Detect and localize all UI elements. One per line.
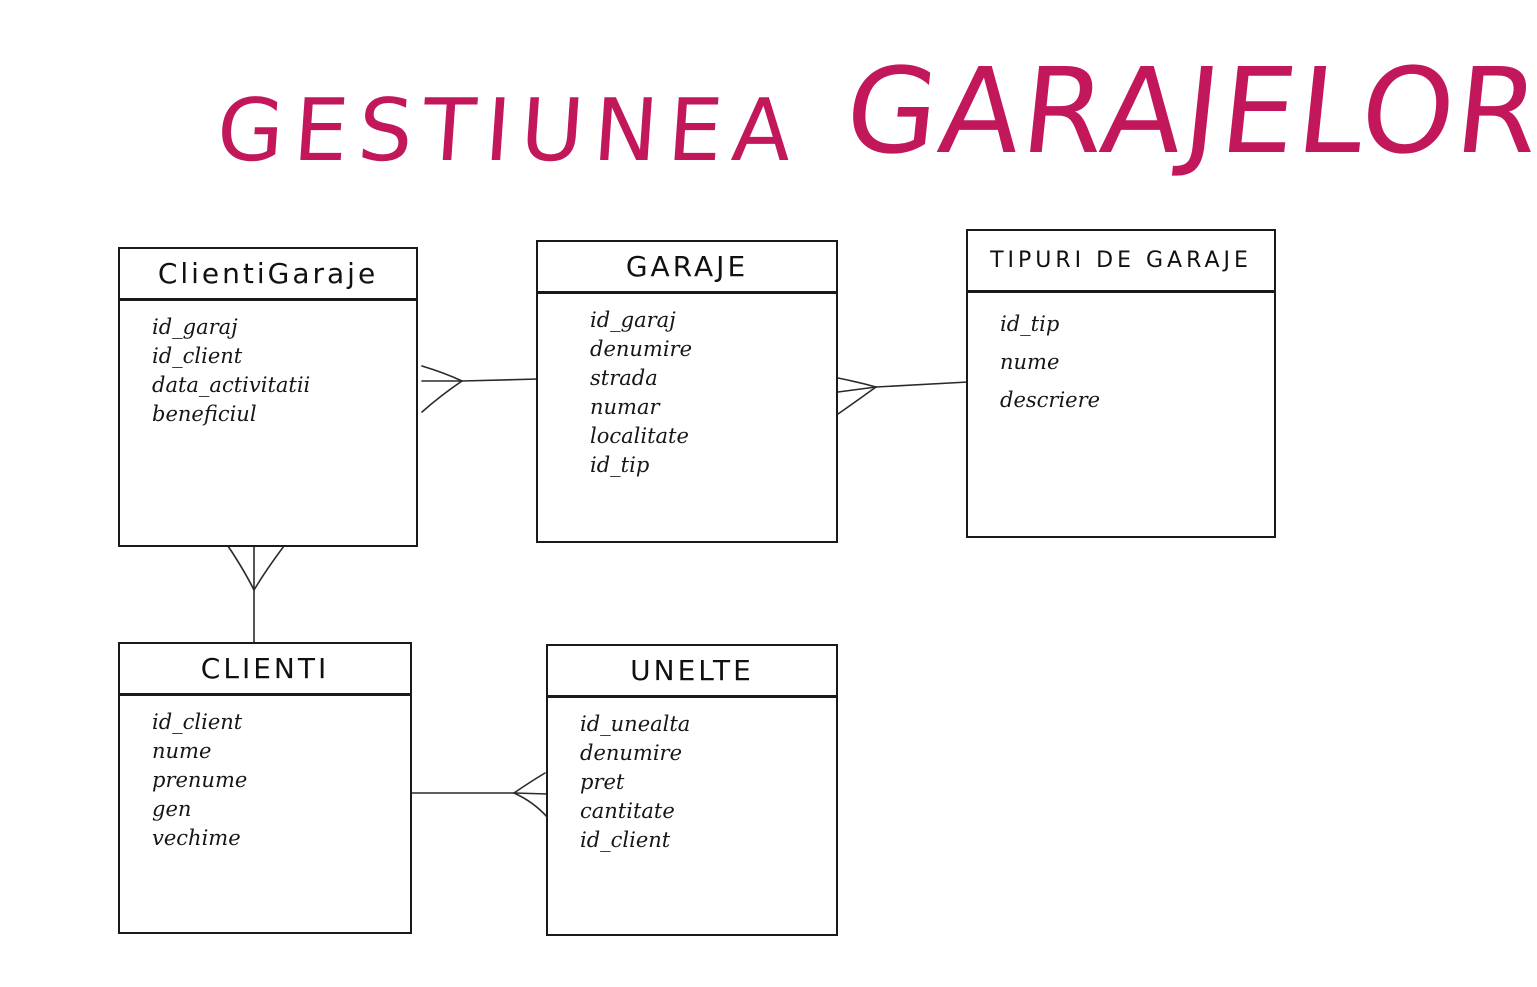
entity-header: GARAJE xyxy=(538,242,836,294)
entity-clienti: CLIENTI id_client nume prenume gen vechi… xyxy=(118,642,412,934)
attribute-item: numar xyxy=(590,395,660,419)
attribute-list: id_unealta denumire pret cantitate id_cl… xyxy=(548,698,836,855)
attribute-item: data_activitatii xyxy=(152,373,311,397)
attribute-item: id_client xyxy=(152,710,243,734)
attribute-item: id_client xyxy=(152,344,243,368)
attribute-item: descriere xyxy=(1000,388,1101,412)
attribute-item: pret xyxy=(580,770,625,794)
link-garaje-tipuri xyxy=(837,377,969,415)
link-clientigaraje-clienti xyxy=(227,545,285,643)
attribute-item: id_tip xyxy=(590,453,650,477)
attribute-item: id_garaj xyxy=(590,308,676,332)
entity-garaje: GARAJE id_garaj denumire strada numar lo… xyxy=(536,240,838,543)
attribute-item: vechime xyxy=(152,826,241,850)
link-clientigaraje-garaje xyxy=(421,365,539,413)
attribute-list: id_tip nume descriere xyxy=(968,293,1274,419)
attribute-item: nume xyxy=(152,739,212,763)
attribute-item: localitate xyxy=(590,424,689,448)
entity-header: UNELTE xyxy=(548,646,836,698)
attribute-item: id_client xyxy=(580,828,671,852)
entity-clienti-garaje: ClientiGaraje id_garaj id_client data_ac… xyxy=(118,247,418,547)
attribute-list: id_garaj denumire strada numar localitat… xyxy=(538,294,836,480)
attribute-item: strada xyxy=(590,366,658,390)
attribute-item: prenume xyxy=(152,768,248,792)
attribute-item: denumire xyxy=(590,337,693,361)
attribute-item: id_unealta xyxy=(580,712,691,736)
attribute-item: beneficiul xyxy=(152,402,257,426)
attribute-item: id_tip xyxy=(1000,312,1060,336)
link-clienti-unelte xyxy=(409,772,549,819)
attribute-item: denumire xyxy=(580,741,683,765)
attribute-list: id_client nume prenume gen vechime xyxy=(120,696,410,853)
entity-header: TIPURI DE GARAJE xyxy=(968,231,1274,293)
entity-header: CLIENTI xyxy=(120,644,410,696)
attribute-item: id_garaj xyxy=(152,315,238,339)
attribute-item: cantitate xyxy=(580,799,675,823)
attribute-item: gen xyxy=(152,797,192,821)
attribute-item: nume xyxy=(1000,350,1060,374)
entity-tipuri-garaje: TIPURI DE GARAJE id_tip nume descriere xyxy=(966,229,1276,538)
attribute-list: id_garaj id_client data_activitatii bene… xyxy=(120,301,416,429)
entity-header: ClientiGaraje xyxy=(120,249,416,301)
entity-unelte: UNELTE id_unealta denumire pret cantitat… xyxy=(546,644,838,936)
